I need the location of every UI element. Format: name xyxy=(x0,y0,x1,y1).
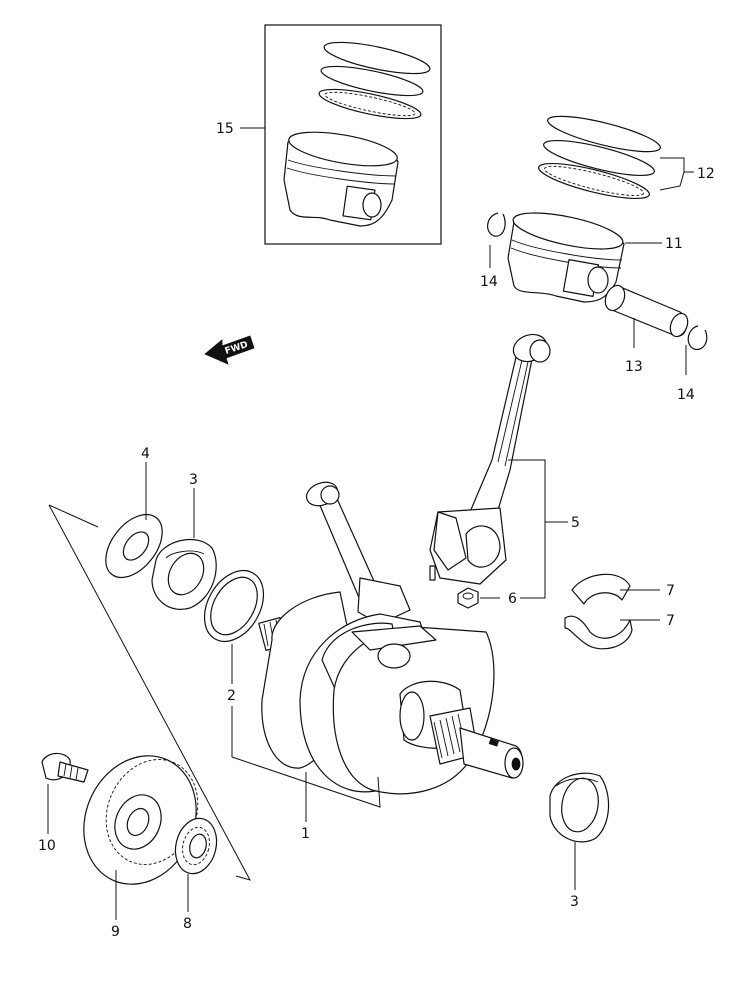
main-bearing-right xyxy=(549,772,610,843)
circlip-left xyxy=(487,212,506,237)
leader-lines xyxy=(47,127,694,920)
callout-1: 1 xyxy=(301,826,310,842)
callout-5: 5 xyxy=(571,515,580,531)
callout-6: 6 xyxy=(508,591,517,607)
primary-drive-gear xyxy=(83,755,199,885)
callout-14-left: 14 xyxy=(480,274,498,290)
bolt xyxy=(41,752,89,783)
thrust-washer xyxy=(105,513,163,579)
callout-10: 10 xyxy=(38,838,56,854)
piston-set-kit-box xyxy=(264,24,442,245)
sub-assembly-outline xyxy=(48,504,251,881)
connecting-rod xyxy=(429,333,551,585)
callout-labels: 15 12 11 14 13 14 5 6 7 7 4 3 2 1 3 10 9… xyxy=(38,121,715,940)
callout-7-upper: 7 xyxy=(666,583,675,599)
callout-8: 8 xyxy=(183,916,192,932)
callout-9: 9 xyxy=(111,924,120,940)
piston xyxy=(507,212,625,303)
callout-15: 15 xyxy=(216,121,234,137)
callout-7-lower: 7 xyxy=(666,613,675,629)
conrod-bearing-upper xyxy=(571,573,631,605)
conrod-bearing-lower xyxy=(564,615,633,650)
drive-sprocket xyxy=(174,817,218,875)
piston-pin xyxy=(604,284,689,338)
callout-3-lower: 3 xyxy=(570,894,579,910)
circlip-right xyxy=(687,325,708,351)
callout-14-right: 14 xyxy=(677,387,695,403)
callout-4: 4 xyxy=(141,446,150,462)
forward-direction-arrow-icon: FWD xyxy=(204,335,255,365)
rod-nut xyxy=(457,587,479,609)
callout-12: 12 xyxy=(697,166,715,182)
thrust-ring xyxy=(203,570,265,642)
callout-13: 13 xyxy=(625,359,643,375)
crankshaft-assembly xyxy=(258,481,524,795)
callout-3-upper: 3 xyxy=(189,472,198,488)
callout-2: 2 xyxy=(227,688,236,704)
callout-11: 11 xyxy=(665,236,683,252)
main-bearing-left xyxy=(151,538,217,610)
piston-ring-set xyxy=(538,115,661,200)
